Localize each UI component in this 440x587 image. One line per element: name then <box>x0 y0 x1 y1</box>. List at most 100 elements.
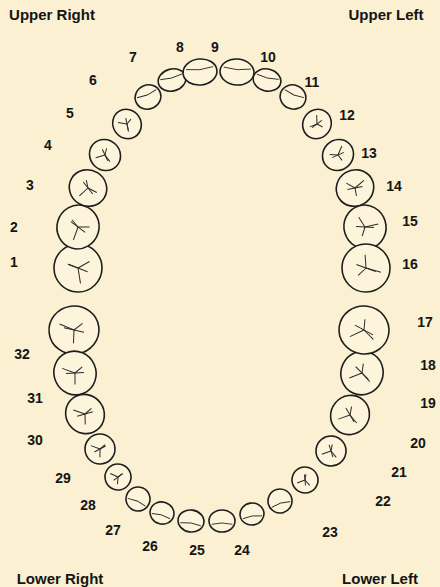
tooth-number: 15 <box>402 214 418 228</box>
fissure-line <box>312 118 322 130</box>
fissure-line <box>353 367 371 380</box>
tooth-number: 16 <box>402 257 418 271</box>
tooth-outline <box>265 486 295 516</box>
fissure-line <box>358 268 366 275</box>
incisal-line <box>128 497 146 506</box>
tooth-outline <box>297 104 337 144</box>
fissure-line <box>69 222 87 233</box>
tooth <box>122 483 154 515</box>
fissure-line <box>71 373 79 385</box>
quadrant-label: Upper Left <box>349 7 424 22</box>
fissure-line <box>122 118 132 130</box>
tooth <box>177 508 206 534</box>
tooth-number: 2 <box>10 220 18 234</box>
fissure-line <box>349 415 358 423</box>
tooth-outline <box>209 510 235 532</box>
tooth-outline <box>52 200 105 254</box>
fissure-line <box>356 222 374 233</box>
tooth-outline <box>177 508 206 534</box>
fissure-line <box>330 151 338 159</box>
tooth <box>182 57 219 87</box>
tooth <box>52 200 105 254</box>
incisal-line <box>257 74 279 80</box>
fissure-line <box>78 268 81 283</box>
fissure-line <box>70 220 79 227</box>
tooth-outline <box>342 244 391 293</box>
tooth <box>107 104 147 144</box>
tooth-number: 12 <box>339 108 355 122</box>
fissure-line <box>94 443 105 455</box>
fissure-line <box>60 322 74 332</box>
tooth-outline <box>329 163 380 214</box>
fissure-line <box>72 330 76 343</box>
fissure-line <box>347 182 362 194</box>
tooth-number: 4 <box>44 138 52 152</box>
incisal-line <box>243 515 262 519</box>
fissure-line <box>365 255 367 268</box>
fissure-line <box>301 474 309 485</box>
fissure-line <box>110 473 118 478</box>
tooth-number: 13 <box>361 146 377 160</box>
fissure-line <box>322 449 331 457</box>
tooth-number: 11 <box>305 75 320 89</box>
tooth-number: 3 <box>26 178 34 192</box>
incisal-line <box>160 74 182 81</box>
tooth-number: 22 <box>375 494 391 508</box>
fissure-line <box>80 182 95 194</box>
fissure-line <box>66 367 84 379</box>
tooth-number: 21 <box>391 465 407 479</box>
tooth-outline <box>46 303 102 357</box>
incisal-line <box>137 90 157 100</box>
tooth <box>265 486 295 516</box>
fissure-line <box>62 364 75 376</box>
fissure-line <box>356 264 375 271</box>
tooth-number: 7 <box>129 50 137 64</box>
tooth-number: 28 <box>80 498 96 512</box>
tooth <box>251 66 283 94</box>
tooth-number: 9 <box>211 40 219 54</box>
tooth <box>239 501 266 526</box>
fissure-line <box>342 408 357 422</box>
tooth <box>47 345 103 402</box>
tooth-outline <box>54 244 103 293</box>
tooth-number: 27 <box>105 523 121 537</box>
tooth-outline <box>323 387 378 442</box>
tooth-number: 24 <box>234 543 250 557</box>
incisal-line <box>284 90 304 99</box>
tooth-outline <box>47 345 103 402</box>
fissure-line <box>78 261 90 268</box>
fissure-line <box>73 406 85 418</box>
fissure-line <box>79 186 88 197</box>
tooth-number: 17 <box>417 315 433 329</box>
tooth-number: 8 <box>176 40 184 54</box>
tooth-outline <box>182 57 219 87</box>
tooth <box>288 463 323 498</box>
tooth-outline <box>310 430 352 472</box>
tooth <box>58 387 112 442</box>
tooth-outline <box>107 104 147 144</box>
fissure-line <box>313 115 321 124</box>
tooth-number: 31 <box>27 391 43 405</box>
incisal-line <box>180 521 201 525</box>
incisal-line <box>186 67 213 72</box>
tooth <box>147 499 176 527</box>
incisal-line <box>271 500 290 507</box>
fissure-line <box>99 149 111 161</box>
tooth <box>310 430 352 472</box>
tooth-number: 20 <box>410 436 426 450</box>
fissure-line <box>363 319 365 330</box>
tooth-number: 14 <box>386 179 402 193</box>
fissure-line <box>73 323 83 330</box>
fissure-line <box>310 122 317 130</box>
fissure-line <box>350 328 364 338</box>
fissure-line <box>326 445 337 457</box>
tooth <box>336 303 392 358</box>
tooth-number: 18 <box>420 358 436 372</box>
tooth <box>46 303 102 357</box>
fissure-line <box>68 264 87 271</box>
fissure-line <box>64 325 84 335</box>
fissure-line <box>360 227 367 236</box>
tooth-number: 29 <box>55 471 71 485</box>
fissure-line <box>354 325 374 335</box>
tooth-outline <box>83 133 127 177</box>
